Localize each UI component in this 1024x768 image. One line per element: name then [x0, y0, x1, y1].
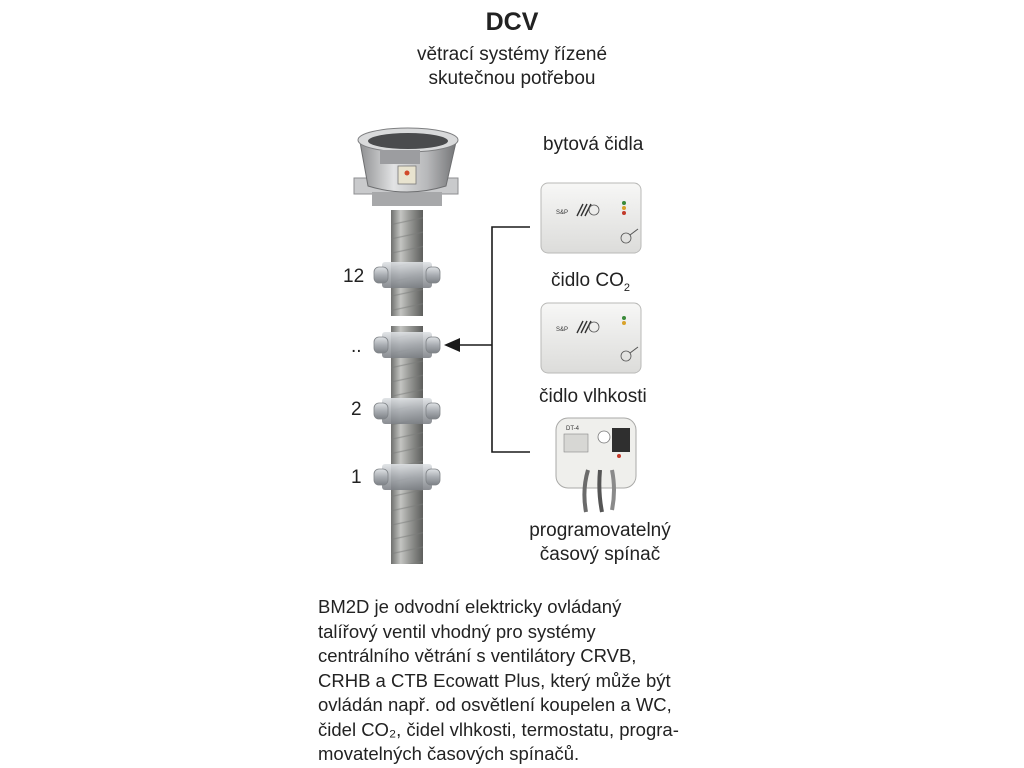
description-line: ovládán např. od osvětlení koupelen a WC… [318, 694, 672, 715]
roof-fan-icon [353, 127, 459, 206]
humidity-sensor-brand: S&P [556, 327, 568, 333]
timer-model-label: DT-4 [566, 426, 580, 432]
page-title: DCV [485, 8, 539, 36]
valve-level-1-icon [373, 464, 441, 490]
co2-label-subscript: 2 [623, 281, 630, 294]
co2-label-text: čidlo CO [551, 270, 624, 291]
co2-sensor-icon: S&P [540, 182, 642, 254]
level-label-12: 12 [343, 266, 365, 287]
description-line: talířový ventil vhodný pro systémy [318, 620, 596, 642]
duct-pipe-lower [391, 326, 423, 564]
valve-level-2-icon [373, 398, 441, 424]
co2-sensor-label: čidlo CO2 [551, 270, 630, 294]
humidity-sensor-icon: S&P [540, 302, 642, 374]
timer-label-line-2: časový spínač [539, 544, 661, 565]
description-line: BM2D je odvodní elektricky ovládaný [318, 596, 622, 617]
programmable-timer-icon: DT-4 [555, 417, 637, 513]
description-paragraph: BM2D je odvodní elektricky ovládaný talí… [318, 595, 728, 767]
description-line: centrálního větrání s ventilátory CRVB, [318, 645, 637, 666]
humidity-sensor-label: čidlo vlhkosti [539, 386, 647, 407]
arrow-left-icon [444, 338, 460, 352]
subtitle-line-1: větrací systémy řízené [416, 44, 608, 65]
level-label-2: 2 [351, 399, 362, 420]
subtitle-line-2: skutečnou potřebou [428, 68, 596, 89]
valve-level-12-icon [373, 262, 441, 288]
co2-sensor-brand: S&P [556, 210, 568, 216]
room-sensors-label: bytová čidla [543, 134, 644, 155]
description-line: CRHB a CTB Ecowatt Plus, který může být [318, 669, 671, 691]
valve-level-dots-icon [373, 332, 441, 358]
control-connector [444, 226, 530, 453]
timer-label: programovatelný časový spínač [510, 519, 690, 567]
level-label-1: 1 [351, 467, 362, 488]
level-label-dots: .. [351, 336, 362, 357]
timer-label-line-1: programovatelný [529, 520, 671, 541]
description-line: čidel CO₂, čidel vlhkosti, termostatu, p… [318, 718, 679, 740]
description-line: movatelných časových spínačů. [318, 743, 580, 764]
subtitle: větrací systémy řízené skutečnou potřebo… [380, 43, 644, 91]
